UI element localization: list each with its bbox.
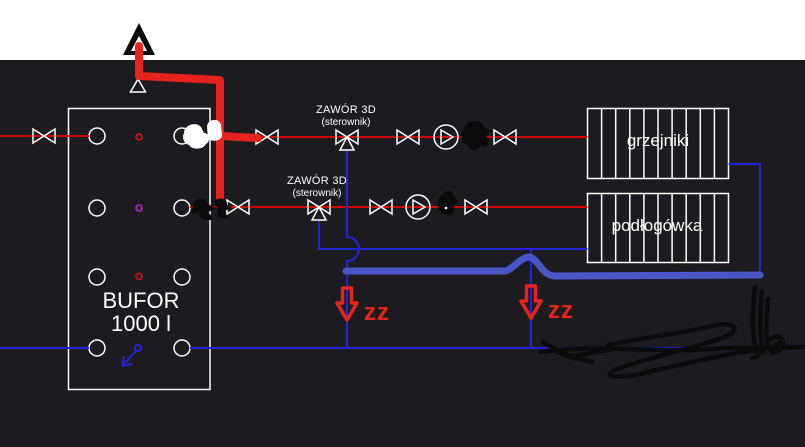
pump-icon [405, 194, 431, 220]
valve-icon [369, 198, 393, 216]
white-blob [207, 119, 223, 141]
radiator-podlogowka [586, 192, 730, 264]
port-dot-magenta [135, 204, 143, 212]
white-scribble [183, 119, 223, 149]
scribble-stroke [745, 334, 786, 361]
cold-pipe-grzejniki-return [728, 163, 761, 273]
port-dot-red [135, 133, 143, 141]
blue-port-arrow [121, 344, 142, 367]
black-blob [437, 191, 459, 216]
buffer-capacity: 1000 l [111, 311, 171, 336]
valve-icon [464, 198, 488, 216]
port-dot-red [135, 272, 143, 281]
black-scribble-marks [192, 120, 492, 221]
zz-annotations [335, 284, 543, 322]
valve-sublabel-top: (sterownik) [322, 117, 371, 128]
black-blob [214, 198, 232, 219]
port-dot-blue [134, 344, 142, 352]
three-way-valve-branch [310, 205, 328, 221]
buffer-port [88, 268, 106, 286]
valve-sublabel-bottom: (sterownik) [293, 188, 342, 199]
valve-icon [493, 128, 517, 146]
zz-label-left: zz [364, 299, 390, 326]
black-scribble-bottom-right [537, 284, 805, 379]
red-marker-main [135, 42, 224, 205]
pump-body [405, 194, 431, 220]
labels: BUFOR 1000 l ZAWÓR 3D (sterownik) ZAWÓR … [103, 103, 703, 336]
blue-marker-line [342, 253, 764, 280]
buffer-tank [67, 107, 211, 391]
diagram-structure [67, 77, 730, 391]
three-way-valve-icon [335, 128, 359, 151]
black-blob-highlight [444, 206, 448, 210]
radiator-label-podlogowka: podłogówka [612, 216, 703, 235]
valve-label-bottom: ZAWÓR 3D [287, 174, 347, 187]
pump-rotor [412, 198, 427, 216]
red-marker-branch [216, 132, 262, 142]
radiator-label-grzejniki: grzejniki [627, 131, 689, 150]
radiator-fins [600, 108, 716, 179]
red-marker-line [135, 42, 262, 205]
pump-rotor [440, 128, 455, 146]
top-strip [0, 0, 805, 60]
black-blob [192, 198, 216, 221]
buffer-port [88, 199, 106, 217]
valve-icon [32, 127, 56, 145]
valve-label-top: ZAWÓR 3D [316, 103, 376, 116]
scribble-stroke [605, 321, 765, 379]
scribble-stroke [540, 339, 615, 365]
zz-arrow-icon [335, 286, 359, 322]
three-way-valve-body [307, 198, 331, 216]
zz-arrow-icon [519, 284, 543, 320]
three-way-valve-body [335, 128, 359, 146]
radiator-grzejniki [586, 107, 730, 180]
buffer-port [173, 268, 191, 286]
three-way-valve-icon [307, 198, 331, 221]
white-blob [183, 124, 210, 149]
black-blob [460, 120, 492, 151]
valve-icon [396, 128, 420, 146]
buffer-title: BUFOR [103, 288, 180, 313]
three-way-valve-branch [338, 135, 356, 151]
radiator-fins [600, 193, 716, 263]
pump-body [433, 124, 459, 150]
zz-label-right: zz [548, 297, 574, 324]
vent-triangle-icon [129, 77, 147, 93]
cold-pipe-valve-bottom-return [318, 220, 588, 250]
down-left-arrow-icon [121, 350, 137, 367]
pump-icon [433, 124, 459, 150]
